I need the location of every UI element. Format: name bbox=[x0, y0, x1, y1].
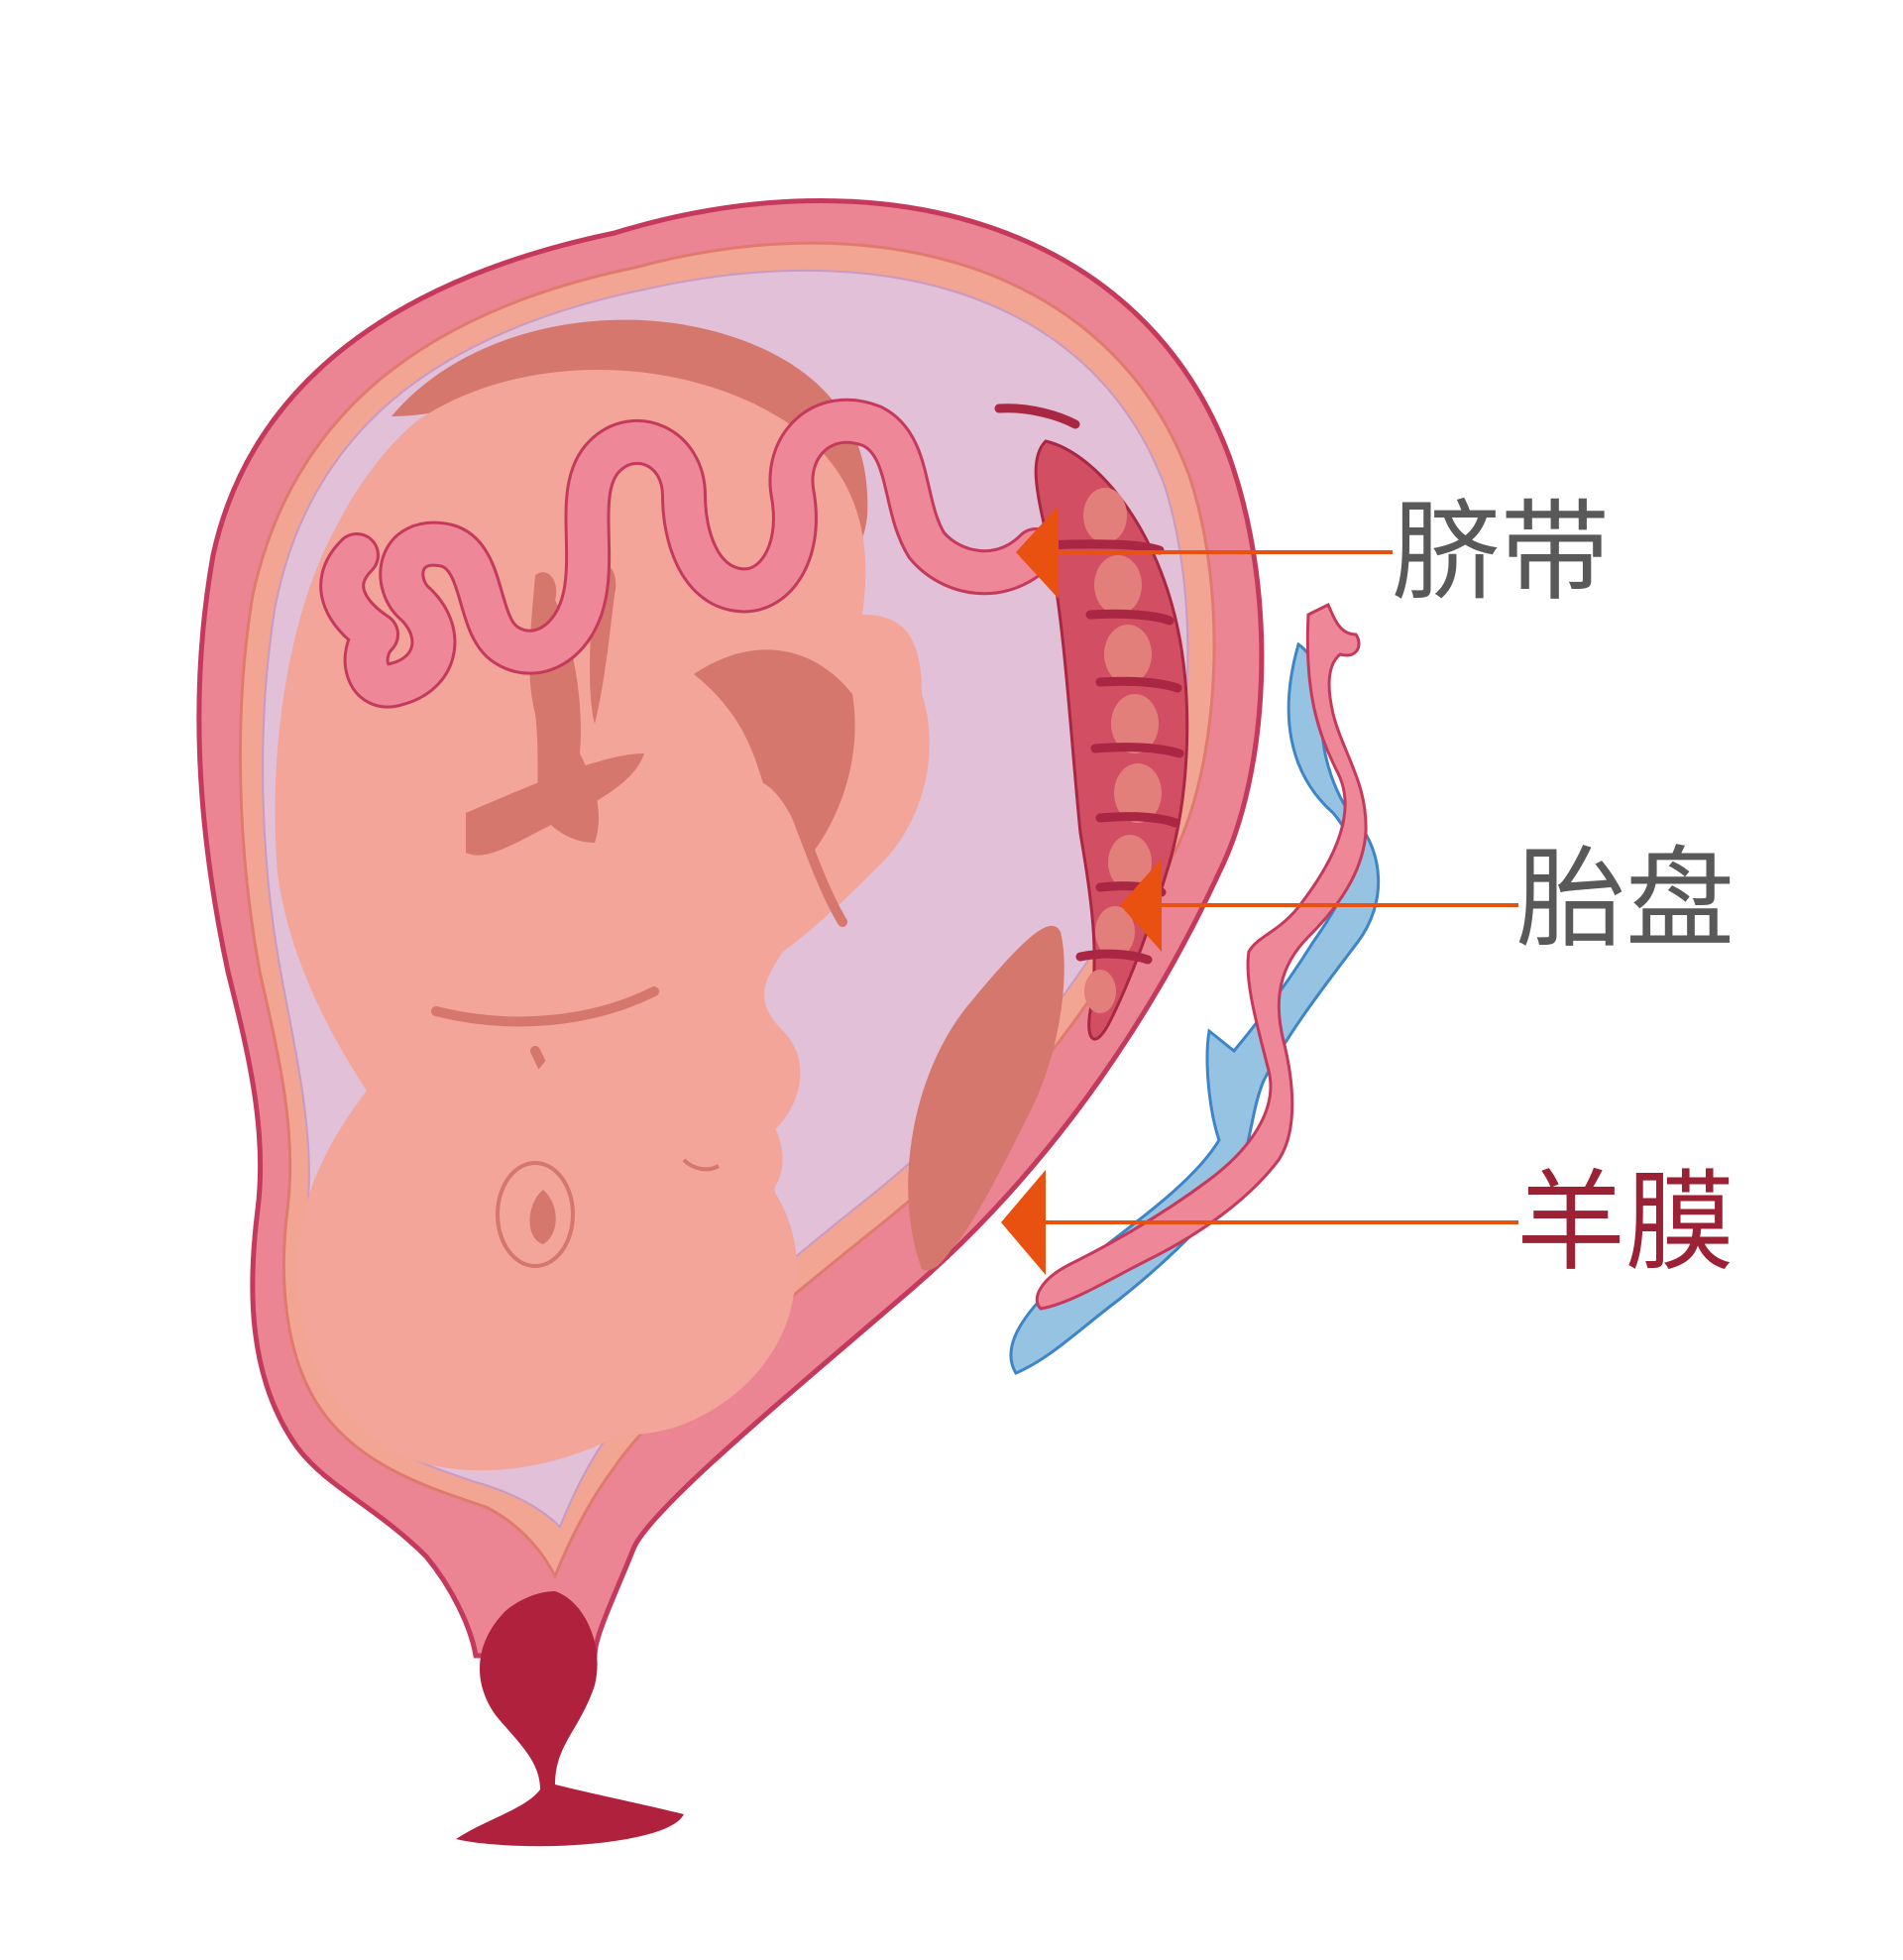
fetus-head bbox=[462, 1010, 797, 1436]
cervix bbox=[456, 1591, 684, 1847]
pointer-placenta bbox=[1120, 859, 1518, 952]
placenta-lobes bbox=[1083, 488, 1162, 1013]
umbilical-cord-fill bbox=[322, 401, 1056, 706]
fetus-eye bbox=[682, 1158, 721, 1172]
pointer-umbilical-cord bbox=[1016, 506, 1393, 599]
placenta-septa bbox=[994, 404, 1184, 965]
pointer-amnion bbox=[1001, 1170, 1518, 1275]
amnion-label: 羊膜 bbox=[1516, 1159, 1735, 1286]
fetus-ear bbox=[496, 1161, 575, 1268]
placenta-label: 胎盘 bbox=[1516, 836, 1735, 963]
umbilical-cord-label: 脐带 bbox=[1392, 489, 1610, 616]
pink-vessel bbox=[1035, 602, 1368, 1311]
